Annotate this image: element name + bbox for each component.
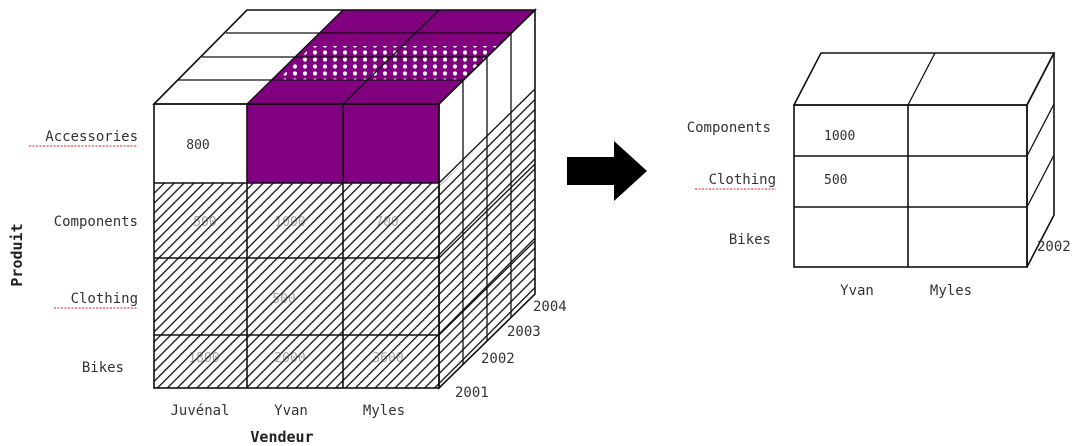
result-product-label-bikes: Bikes	[729, 232, 771, 248]
cell-components-myles: 700	[375, 215, 398, 230]
product-label-accessories: Accessories	[45, 129, 138, 145]
result-cell-components-yvan: 1000	[824, 129, 855, 144]
product-label-components: Components	[54, 214, 138, 230]
result-product-label-components: Components	[687, 120, 771, 136]
result-vendor-label-yvan: Yvan	[840, 283, 874, 299]
year-label-2004: 2004	[533, 299, 567, 315]
result-product-label-clothing: Clothing	[709, 172, 776, 188]
cell-clothing-yvan: 500	[272, 292, 295, 307]
axis-title-vendeur: Vendeur	[250, 428, 313, 446]
cell-bikes-myles: 3600	[372, 351, 403, 366]
top-slice-dotted	[278, 46, 497, 80]
year-label-2002: 2002	[481, 351, 515, 367]
product-label-bikes: Bikes	[82, 360, 124, 376]
result-vendor-label-myles: Myles	[930, 283, 972, 299]
year-label-2001: 2001	[455, 385, 489, 401]
result-year-label: 2002	[1037, 239, 1071, 255]
front-cell-accessories-juvenal	[154, 104, 247, 183]
vendor-label-juvenal: Juvénal	[170, 403, 229, 419]
cell-bikes-juvenal: 1800	[188, 351, 219, 366]
vendor-label-yvan: Yvan	[274, 403, 308, 419]
product-label-clothing: Clothing	[71, 291, 138, 307]
result-cell-clothing-yvan: 500	[824, 173, 847, 188]
year-label-2003: 2003	[507, 324, 541, 340]
axis-title-produit: Produit	[8, 223, 26, 286]
front-face-hatched	[154, 183, 439, 388]
cell-components-yvan: 1000	[274, 215, 305, 230]
source-cube: 800 500 1000 700 500 1800 2000 3600 Acce…	[8, 8, 567, 446]
arrow-icon	[567, 141, 647, 201]
cell-bikes-yvan: 2000	[274, 351, 305, 366]
cell-components-juvenal: 500	[193, 215, 216, 230]
vendor-label-myles: Myles	[363, 403, 405, 419]
result-cube: 1000 500 Components Clothing Bikes Yvan …	[687, 52, 1071, 299]
cell-accessories-juvenal: 800	[186, 138, 209, 153]
